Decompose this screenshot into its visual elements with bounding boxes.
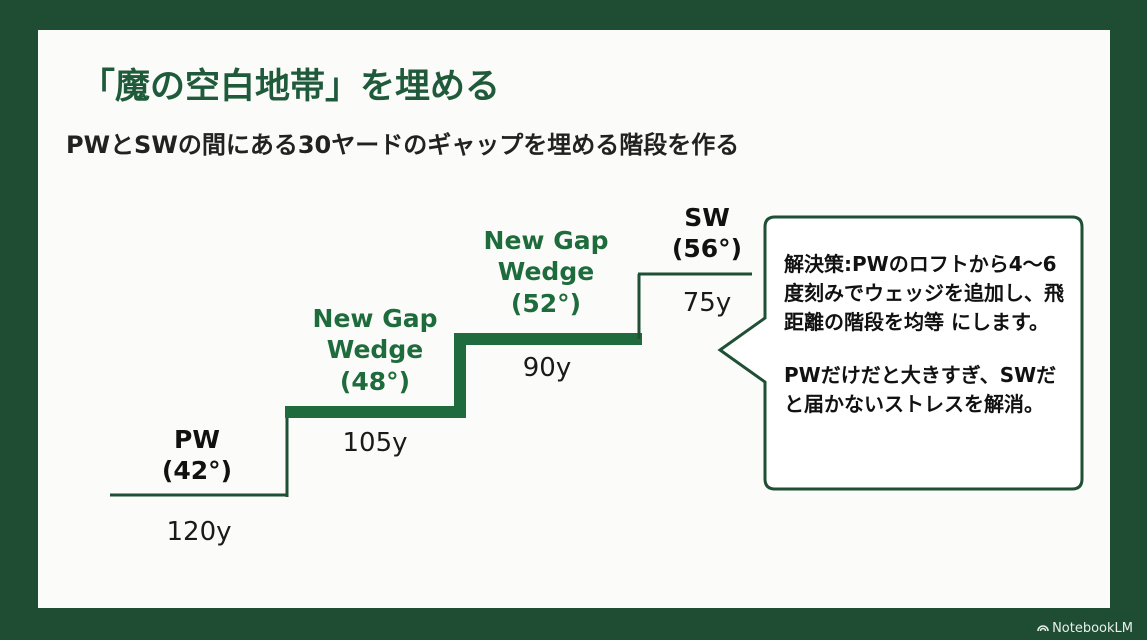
gap-wedge-48-name-line1: New Gap bbox=[312, 304, 438, 333]
callout-solution: 解決策:PWのロフトから4〜6度刻みでウェッジを追加し、飛距離の階段を均等 にし… bbox=[784, 252, 1064, 334]
callout-text: 解決策:PWのロフトから4〜6度刻みでウェッジを追加し、飛距離の階段を均等 にし… bbox=[784, 250, 1074, 419]
slide-title: 「魔の空白地帯」を埋める bbox=[80, 67, 501, 107]
gap-wedge-48-name-line2: Wedge bbox=[326, 335, 424, 365]
pw-loft: (42°) bbox=[161, 456, 233, 486]
sw-distance: 75y bbox=[682, 288, 732, 318]
gap-wedge-52-name-line1: New Gap bbox=[483, 226, 609, 255]
pw-label: PW (42°) bbox=[162, 424, 232, 487]
sw-name: SW bbox=[684, 203, 730, 232]
sw-label: SW (56°) bbox=[672, 202, 742, 265]
gap-wedge-52-distance: 90y bbox=[522, 353, 572, 383]
brand-watermark: NotebookLM bbox=[1037, 621, 1133, 636]
pw-name: PW bbox=[174, 425, 220, 454]
brand-name: NotebookLM bbox=[1052, 621, 1133, 636]
callout-bubble bbox=[717, 215, 1084, 491]
slide-subtitle: PWとSWの間にある30ヤードのギャップを埋める階段を作る bbox=[66, 131, 740, 159]
notebooklm-logo-icon bbox=[1037, 621, 1049, 636]
gap-wedge-48-label: New Gap Wedge (48°) bbox=[313, 303, 438, 397]
gap-wedge-52-label: New Gap Wedge (52°) bbox=[484, 225, 609, 319]
gap-wedge-52-loft: (52°) bbox=[510, 288, 582, 318]
gap-wedge-48-distance: 105y bbox=[342, 428, 408, 458]
pw-distance: 120y bbox=[166, 517, 232, 547]
gap-wedge-52-name-line2: Wedge bbox=[497, 257, 595, 287]
gap-wedge-48-loft: (48°) bbox=[339, 366, 411, 396]
sw-loft: (56°) bbox=[671, 234, 743, 264]
callout-benefit: PWだけだと大きすぎ、SWだと届かないストレスを解消。 bbox=[784, 363, 1057, 416]
